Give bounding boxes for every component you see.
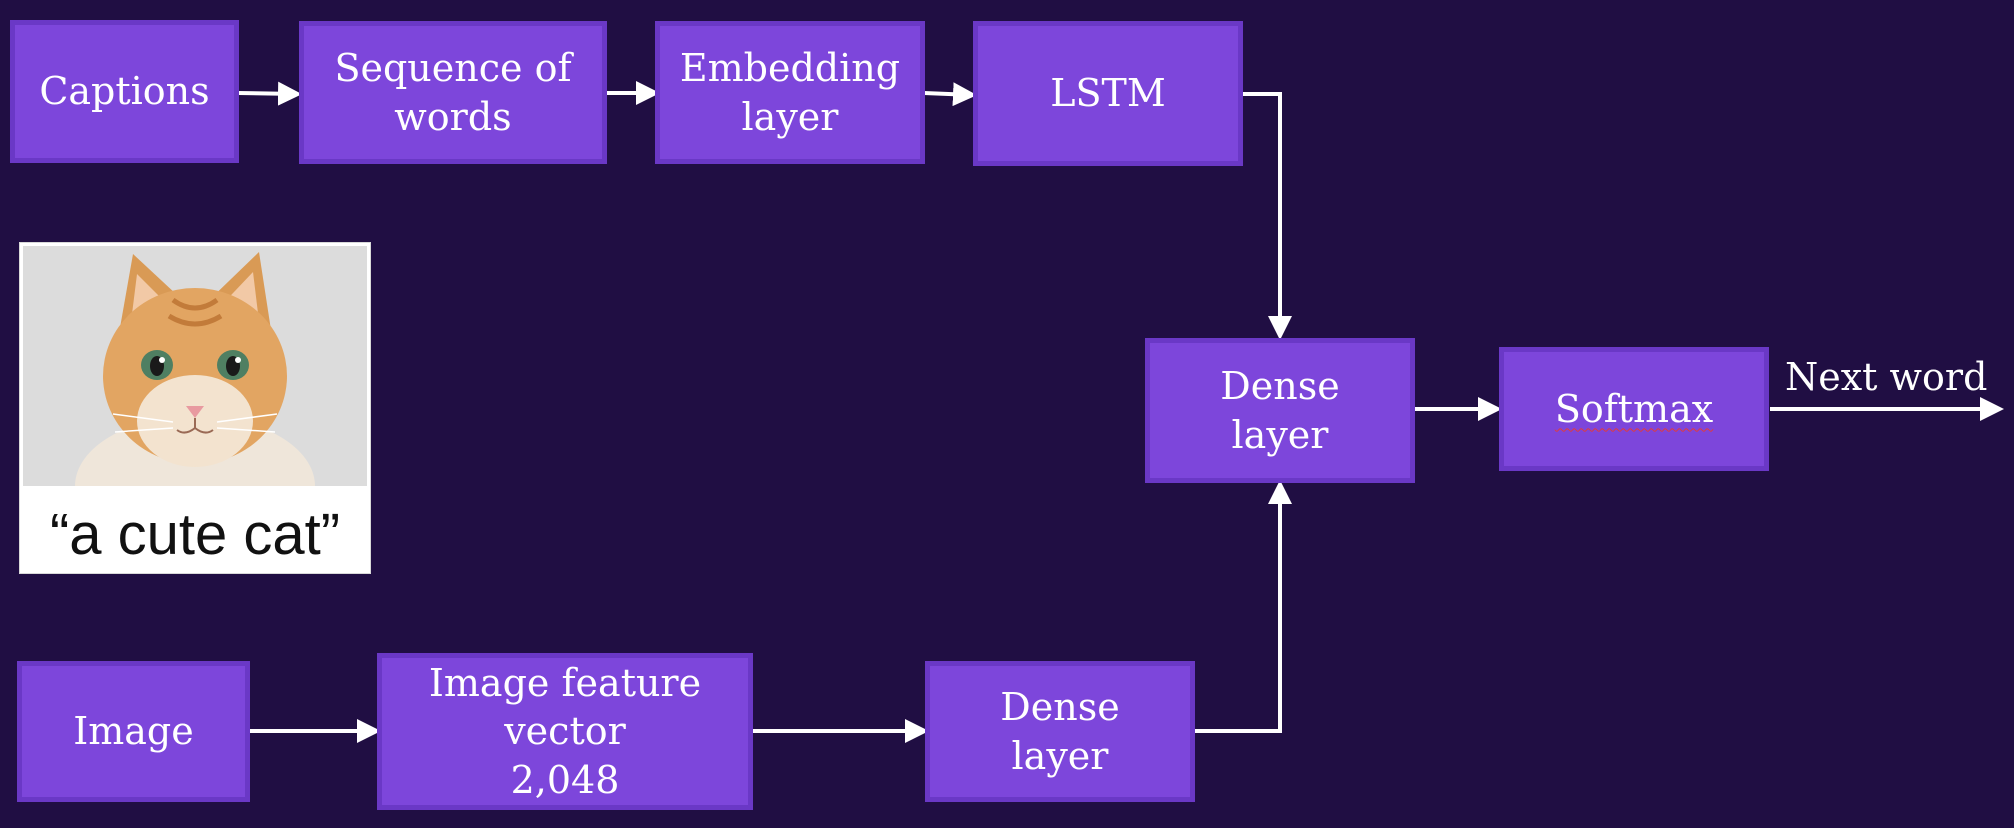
dense-layer-image-label: Dense layer (1000, 684, 1120, 778)
image-feature-vector-box: Image feature vector 2,048 (377, 653, 753, 810)
arrow-dense-to-merge (1194, 480, 1292, 733)
arrow-captions-to-sequence (237, 81, 302, 106)
embedding-layer-box: Embedding layer (655, 21, 925, 164)
sequence-of-words-box: Sequence of words (299, 21, 607, 164)
embedding-layer-label: Embedding layer (679, 45, 901, 139)
dense-layer-image-box: Dense layer (925, 661, 1195, 802)
arrow-embedding-to-lstm (923, 82, 977, 107)
sequence-of-words-label: Sequence of words (334, 45, 572, 139)
lstm-label: LSTM (1050, 71, 1166, 116)
dense-layer-merge-box: Dense layer (1145, 338, 1415, 483)
cat-photo: “a cute cat” (19, 242, 371, 574)
dense-layer-merge-label: Dense layer (1220, 363, 1340, 457)
image-box: Image (17, 661, 250, 802)
image-label: Image (73, 709, 194, 754)
cat-image (23, 246, 367, 486)
lstm-box: LSTM (973, 21, 1243, 166)
cat-photo-caption: “a cute cat” (49, 502, 341, 567)
softmax-box: Softmax (1499, 347, 1769, 471)
image-feature-vector-label: Image feature vector 2,048 (428, 660, 702, 802)
captions-label: Captions (39, 69, 210, 114)
next-word-label: Next word (1785, 355, 1988, 399)
captions-box: Captions (10, 20, 239, 163)
arrow-lstm-to-dense (1242, 92, 1292, 340)
softmax-label: Softmax (1554, 386, 1714, 431)
